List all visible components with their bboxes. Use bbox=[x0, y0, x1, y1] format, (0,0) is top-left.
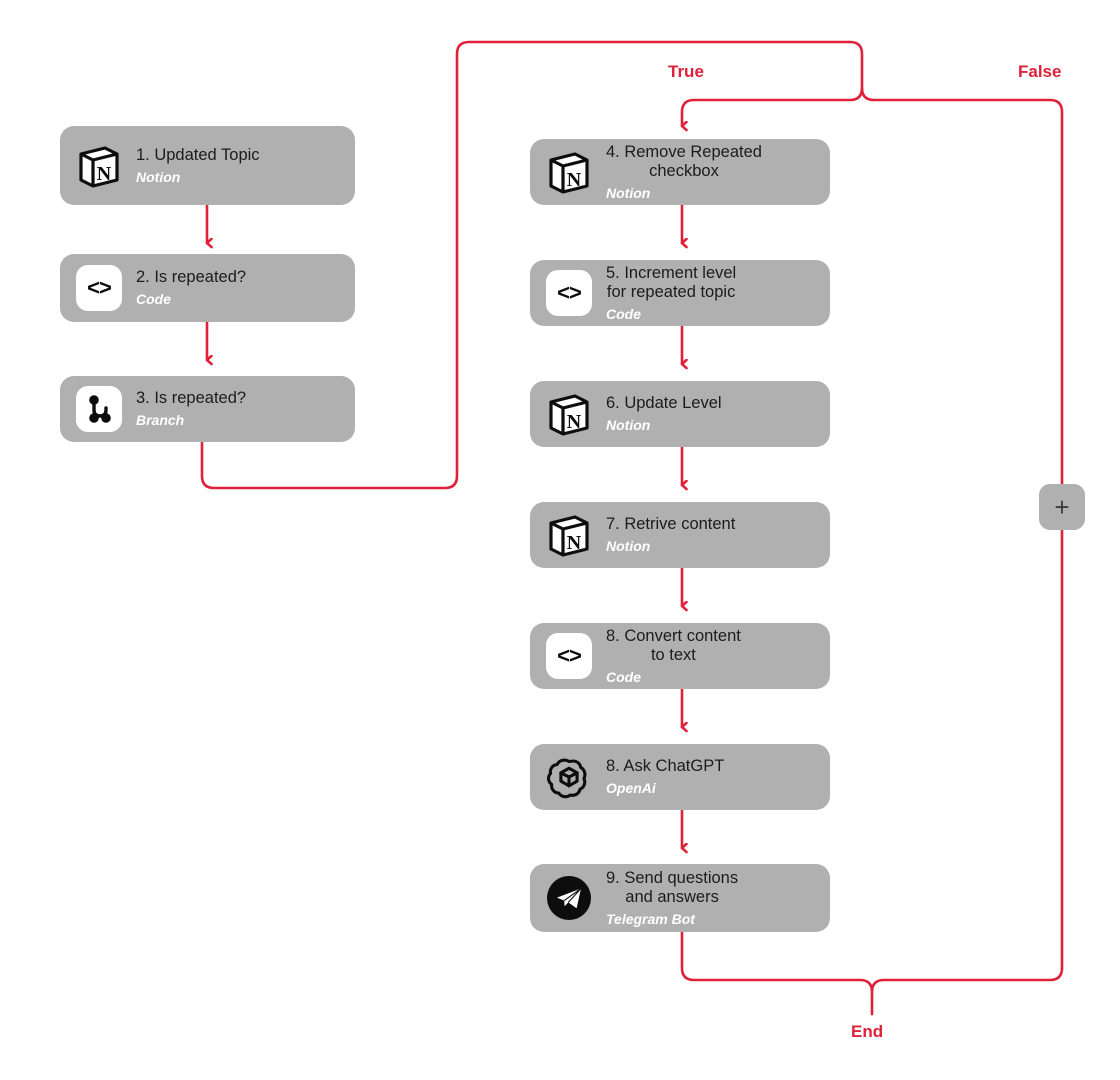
branch-icon bbox=[73, 383, 125, 435]
node-text: 1. Updated Topic Notion bbox=[136, 146, 260, 186]
node-text: 7. Retrive content Notion bbox=[606, 515, 735, 555]
workflow-node-is-repeated-branch[interactable]: 3. Is repeated? Branch bbox=[60, 376, 355, 442]
node-text: 8. Convert content to text Code bbox=[606, 627, 741, 686]
edge-label-true: True bbox=[668, 62, 704, 81]
edge-false-to-end bbox=[870, 966, 1064, 994]
node-title: 5. Increment level for repeated topic bbox=[606, 263, 737, 301]
edge-label-false: False bbox=[1018, 62, 1062, 81]
node-subtitle: OpenAi bbox=[606, 780, 656, 796]
node-title: 6. Update Level bbox=[606, 394, 722, 412]
node-text: 6. Update Level Notion bbox=[606, 394, 722, 434]
workflow-node-is-repeated-code[interactable]: <> 2. Is repeated? Code bbox=[60, 254, 355, 322]
notion-icon: N bbox=[73, 140, 125, 192]
svg-text:N: N bbox=[97, 163, 112, 185]
workflow-node-convert-content-to-text[interactable]: <> 8. Convert content to text Code bbox=[530, 623, 830, 689]
workflow-node-updated-topic[interactable]: N 1. Updated Topic Notion bbox=[60, 126, 355, 205]
svg-text:N: N bbox=[567, 411, 582, 433]
workflow-node-remove-repeated-checkbox[interactable]: N 4. Remove Repeated checkbox Notion bbox=[530, 139, 830, 205]
node-subtitle: Notion bbox=[606, 184, 651, 201]
node-subtitle: Notion bbox=[606, 538, 651, 554]
workflow-node-update-level[interactable]: N 6. Update Level Notion bbox=[530, 381, 830, 447]
node-text: 2. Is repeated? Code bbox=[136, 268, 246, 308]
node-title: 1. Updated Topic bbox=[136, 145, 260, 164]
edge-false-branch bbox=[860, 86, 1064, 970]
node-subtitle: Notion bbox=[606, 417, 651, 433]
workflow-node-increment-level[interactable]: <> 5. Increment level for repeated topic… bbox=[530, 260, 830, 326]
edge-branch-to-top-rail bbox=[200, 40, 852, 490]
node-title: 8. Ask ChatGPT bbox=[606, 757, 725, 775]
node-title: 2. Is repeated? bbox=[136, 268, 247, 286]
node-subtitle: Code bbox=[606, 668, 641, 685]
telegram-icon bbox=[543, 872, 595, 924]
node-text: 5. Increment level for repeated topic Co… bbox=[606, 264, 736, 323]
add-node-button[interactable]: + bbox=[1039, 484, 1085, 530]
node-subtitle: Notion bbox=[136, 168, 181, 185]
notion-icon: N bbox=[543, 509, 595, 561]
node-title: 7. Retrive content bbox=[606, 515, 736, 533]
node-text: 9. Send questions and answers Telegram B… bbox=[606, 869, 738, 928]
node-text: 3. Is repeated? Branch bbox=[136, 389, 246, 429]
workflow-node-ask-chatgpt[interactable]: 8. Ask ChatGPT OpenAi bbox=[530, 744, 830, 810]
svg-text:N: N bbox=[567, 532, 582, 554]
node-text: 4. Remove Repeated checkbox Notion bbox=[606, 143, 762, 202]
node-subtitle: Code bbox=[136, 291, 171, 307]
edge-true-branch bbox=[682, 40, 864, 126]
code-icon: <> bbox=[543, 267, 595, 319]
edge-label-end: End bbox=[851, 1022, 884, 1041]
notion-icon: N bbox=[543, 146, 595, 198]
plus-icon: + bbox=[1054, 492, 1070, 522]
workflow-node-retrive-content[interactable]: N 7. Retrive content Notion bbox=[530, 502, 830, 568]
node-title: 3. Is repeated? bbox=[136, 389, 247, 407]
node-title: 9. Send questions and answers bbox=[606, 868, 739, 906]
notion-icon: N bbox=[543, 388, 595, 440]
svg-text:N: N bbox=[567, 169, 582, 191]
node-text: 8. Ask ChatGPT OpenAi bbox=[606, 757, 724, 797]
node-title: 4. Remove Repeated checkbox bbox=[606, 142, 762, 180]
node-subtitle: Branch bbox=[136, 412, 185, 428]
workflow-node-send-questions-and-answers[interactable]: 9. Send questions and answers Telegram B… bbox=[530, 864, 830, 932]
node-subtitle: Code bbox=[606, 305, 641, 322]
code-icon: <> bbox=[73, 262, 125, 314]
node-title: 8. Convert content to text bbox=[606, 626, 741, 664]
code-icon: <> bbox=[543, 630, 595, 682]
edge-n10-to-end bbox=[680, 930, 874, 1016]
node-subtitle: Telegram Bot bbox=[606, 910, 695, 927]
openai-icon bbox=[543, 751, 595, 803]
